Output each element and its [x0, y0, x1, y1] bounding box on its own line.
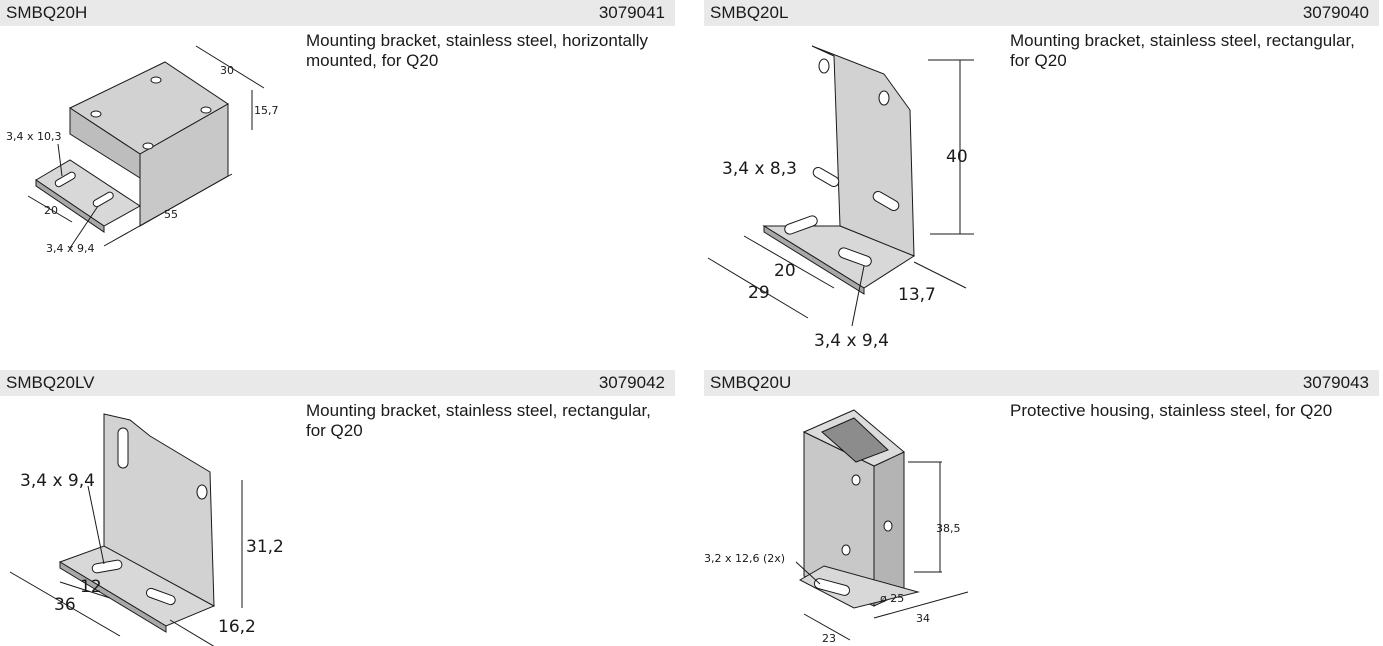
- bracket-foot-edge: [763, 225, 865, 295]
- dim-label: 38,5: [936, 522, 961, 535]
- hole: [883, 520, 893, 532]
- bracket-vertical-plate: [811, 45, 915, 257]
- dim-label: 34: [916, 612, 930, 625]
- hole: [90, 110, 102, 118]
- slot: [92, 191, 114, 208]
- dim-label: 20: [774, 261, 796, 281]
- hole: [150, 76, 162, 84]
- housing-opening: [821, 417, 889, 463]
- slot: [784, 215, 818, 235]
- dim-label: 3,4 x 9,4: [814, 331, 889, 351]
- product-card-smbq20lv: SMBQ20LV 3079042 Mounting bracket, stain…: [0, 370, 675, 646]
- product-code: SMBQ20LV: [6, 373, 95, 392]
- dim-label: 31,2: [246, 537, 284, 557]
- slot: [145, 587, 176, 606]
- bracket-foot-edge: [59, 561, 167, 633]
- product-card-smbq20h: SMBQ20H 3079041 Mounting bracket, stainl…: [0, 0, 675, 255]
- product-card-smbq20l: SMBQ20L 3079040 Mounting bracket, stainl…: [704, 0, 1379, 351]
- slot: [838, 247, 872, 267]
- product-code: SMBQ20H: [6, 3, 88, 22]
- dim-label: 30: [220, 64, 234, 77]
- dim-label: 15,7: [254, 104, 279, 117]
- dim-label: 16,2: [218, 617, 256, 637]
- product-code: SMBQ20U: [710, 373, 792, 392]
- product-id: 3079042: [598, 373, 665, 392]
- slot: [812, 167, 840, 187]
- bracket-foot-edge: [35, 179, 105, 233]
- product-code: SMBQ20L: [710, 3, 789, 22]
- product-header: SMBQ20H 3079041: [0, 0, 675, 26]
- dim-label: 3,4 x 8,3: [722, 159, 797, 179]
- dim-label: 20: [44, 204, 58, 217]
- hole: [841, 544, 851, 556]
- drawing-smbq20l: 40 3,4 x 8,3 20 29 13,7 3,4 x 9,4: [707, 45, 974, 351]
- product-id: 3079043: [1302, 373, 1369, 392]
- slot: [91, 559, 123, 574]
- product-description: Mounting bracket, stainless steel, horiz…: [306, 31, 649, 70]
- slot: [813, 578, 851, 596]
- drawing-smbq20u: 38,5 3,2 x 12,6 (2x) ø 25 34 23: [704, 409, 969, 645]
- dim-label: ø 25: [880, 592, 904, 605]
- hole: [818, 58, 830, 74]
- product-card-smbq20u: SMBQ20U 3079043 Protective housing, stai…: [704, 370, 1379, 645]
- slot: [872, 191, 900, 211]
- hole: [196, 484, 208, 500]
- dim-label: 12: [80, 577, 102, 597]
- product-id: 3079041: [598, 3, 665, 22]
- product-description: Mounting bracket, stainless steel, recta…: [1010, 31, 1355, 70]
- dim-label: 3,4 x 10,3: [6, 130, 62, 143]
- housing-base: [798, 565, 920, 609]
- dim-label: 29: [748, 283, 770, 303]
- product-header: SMBQ20LV 3079042: [0, 370, 675, 396]
- dim-label: 13,7: [898, 285, 936, 305]
- dim-label: 3,4 x 9,4: [20, 471, 95, 491]
- dim-label: 3,4 x 9,4: [46, 242, 95, 255]
- hole: [878, 90, 890, 106]
- dim-label: 55: [164, 208, 178, 221]
- dim-label: 3,2 x 12,6 (2x): [704, 552, 785, 565]
- dim-label: 36: [54, 595, 76, 615]
- product-header: SMBQ20U 3079043: [704, 370, 1379, 396]
- hole: [142, 142, 154, 150]
- hole: [851, 474, 861, 486]
- slot: [117, 427, 129, 469]
- hole: [200, 106, 212, 114]
- product-id: 3079040: [1302, 3, 1369, 22]
- product-description: Mounting bracket, stainless steel, recta…: [306, 401, 651, 440]
- dim-label: 40: [946, 147, 968, 167]
- product-description: Protective housing, stainless steel, for…: [1010, 401, 1333, 420]
- product-header: SMBQ20L 3079040: [704, 0, 1379, 26]
- slot: [54, 171, 76, 188]
- drawing-smbq20h: 30 15,7 3,4 x 10,3 20 55 3,4 x 9,4: [6, 45, 279, 255]
- dim-label: 23: [822, 632, 836, 645]
- drawing-smbq20lv: 3,4 x 9,4 31,2 12 36 16,2: [9, 413, 284, 646]
